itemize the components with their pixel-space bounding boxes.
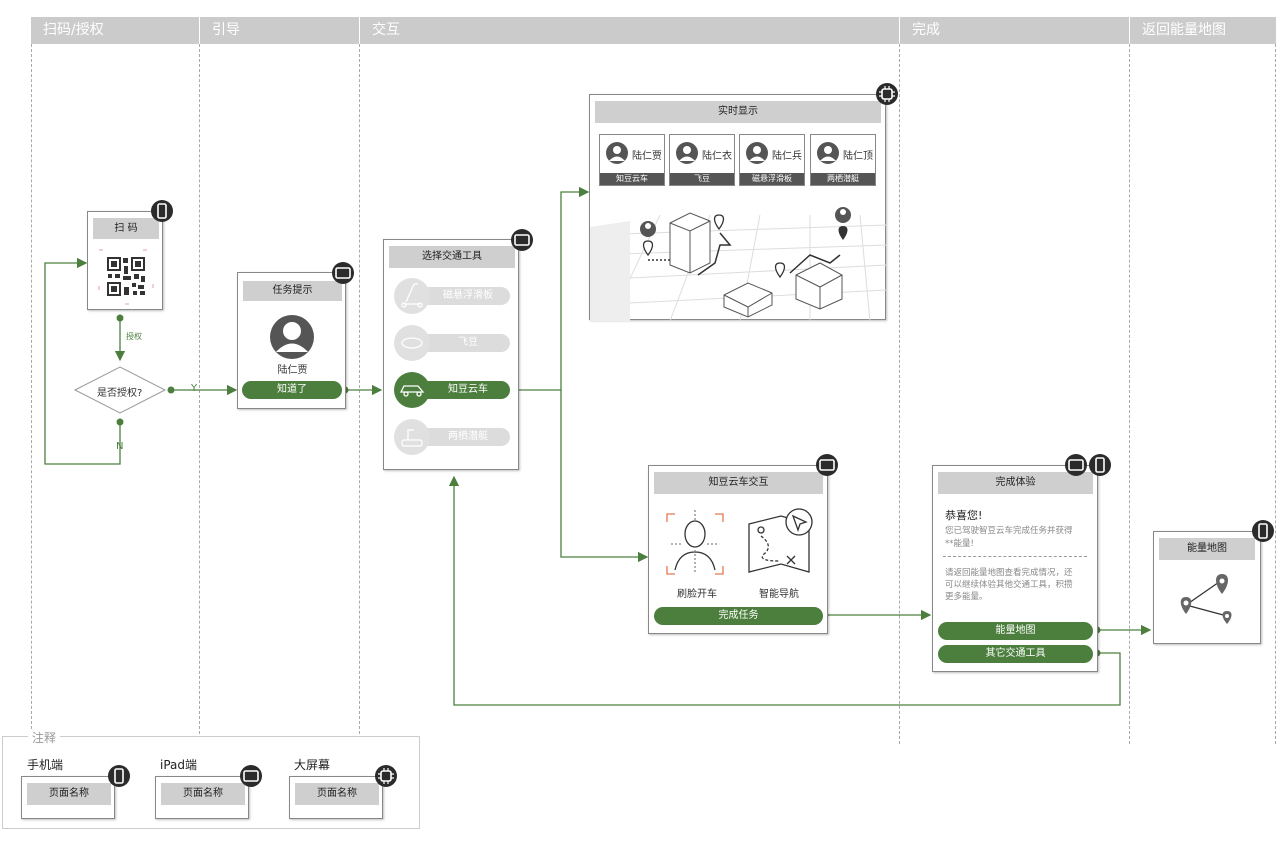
realtime-card: 实时显示 [589, 94, 887, 321]
legend-page-name: 页面名称 [27, 783, 111, 805]
complete-line2: **能量! [945, 539, 974, 549]
lane-header-energymap: 返回能量地图 [1130, 17, 1276, 44]
city-map-illustration [590, 207, 887, 321]
other-vehicles-button[interactable]: 其它交通工具 [938, 645, 1093, 663]
lane-divider [1129, 44, 1130, 744]
phone-icon [108, 765, 130, 787]
complete-line1: 您已驾驶智豆云车完成任务并获得 [945, 526, 1073, 536]
legend-label-screen: 大屏幕 [294, 758, 331, 772]
screen-icon [375, 765, 397, 787]
lane-divider [31, 44, 32, 734]
user-name: 陆仁兵 [772, 151, 802, 162]
legend-title: 注释 [28, 729, 61, 746]
legend-label-ipad: iPad端 [160, 758, 198, 772]
user-tile: 陆仁顶 两栖潜艇 [810, 134, 876, 186]
vehicle-card: 选择交通工具 磁悬浮滑板 飞豆 知豆云车 两栖潜艇 [383, 239, 519, 470]
legend-page-phone: 页面名称 [21, 776, 115, 819]
lane-header-guide: 引导 [200, 17, 359, 44]
map-pins-icon [1180, 574, 1232, 624]
user-tile: 陆仁贾 知豆云车 [599, 134, 665, 186]
task-title: 任务提示 [243, 281, 342, 301]
task-user-name: 陆仁贾 [277, 365, 308, 376]
realtime-title: 实时显示 [595, 101, 881, 123]
user-avatar-icon [606, 142, 628, 164]
user-tile: 陆仁兵 磁悬浮滑板 [739, 134, 805, 186]
screen-icon [876, 83, 898, 105]
user-name: 陆仁顶 [843, 151, 873, 162]
tablet-icon [816, 454, 838, 476]
legend-page-ipad: 页面名称 [155, 776, 249, 819]
divider [943, 556, 1087, 557]
face-start-label: 刷脸开车 [677, 589, 717, 600]
tablet-icon [511, 229, 533, 251]
vehicle-title: 选择交通工具 [389, 246, 515, 268]
navigation-map-icon [748, 508, 813, 573]
lane-divider [199, 44, 200, 734]
lane-divider [899, 44, 900, 744]
user-tile: 陆仁衣 飞豆 [669, 134, 735, 186]
interact-title: 知豆云车交互 [654, 472, 823, 494]
decision-diamond [73, 366, 167, 414]
energymap-card: 能量地图 [1153, 531, 1261, 644]
scan-title: 扫 码 [93, 218, 159, 239]
scan-card: 扫 码 [87, 211, 163, 310]
user-vehicle: 知豆云车 [600, 173, 664, 185]
tablet-icon [332, 262, 354, 284]
user-vehicle: 磁悬浮滑板 [740, 173, 804, 185]
yes-label: Y [191, 383, 198, 394]
lane-divider [1275, 44, 1276, 744]
decision-text: 是否授权? [97, 388, 143, 399]
user-name: 陆仁贾 [632, 151, 662, 162]
auth-label: 授权 [126, 332, 142, 341]
congrats-heading: 恭喜您! [945, 509, 983, 522]
return-text-3: 更多能量。 [945, 592, 988, 602]
lane-header-scan: 扫码/授权 [31, 17, 199, 44]
lane-header-complete: 完成 [900, 17, 1129, 44]
legend-page-name: 页面名称 [295, 783, 379, 805]
face-scan-icon [666, 510, 724, 575]
tablet-icon [240, 765, 262, 787]
task-card: 任务提示 陆仁贾 知道了 [237, 272, 346, 409]
phone-icon [1252, 520, 1274, 542]
finish-task-button[interactable]: 完成任务 [654, 607, 823, 625]
legend-page-screen: 页面名称 [289, 776, 383, 819]
energymap-title: 能量地图 [1159, 538, 1255, 560]
qr-code-icon [98, 249, 154, 305]
return-text-2: 可以继续体验其他交通工具，积攒 [945, 580, 1073, 590]
tablet-icon [1065, 454, 1087, 476]
complete-card: 完成体验 恭喜您! 您已驾驶智豆云车完成任务并获得 **能量! 请返回能量地图查… [932, 465, 1098, 672]
user-avatar-icon [817, 142, 839, 164]
got-it-button[interactable]: 知道了 [242, 381, 342, 399]
legend-box [2, 736, 420, 829]
user-vehicle: 两栖潜艇 [811, 173, 875, 185]
user-vehicle: 飞豆 [670, 173, 734, 185]
legend-label-phone: 手机端 [27, 758, 64, 772]
vehicle-icons [394, 278, 430, 455]
lane-divider [359, 44, 360, 734]
legend-page-name: 页面名称 [161, 783, 245, 805]
energy-map-button[interactable]: 能量地图 [938, 622, 1093, 640]
complete-title: 完成体验 [938, 472, 1093, 494]
interact-card: 知豆云车交互 刷脸开车 智能导航 完成任务 [648, 465, 828, 634]
phone-icon [1089, 454, 1111, 476]
user-avatar-icon [676, 142, 698, 164]
return-text-1: 请返回能量地图查看完成情况，还 [945, 568, 1073, 578]
smart-nav-label: 智能导航 [759, 589, 799, 600]
user-name: 陆仁衣 [702, 151, 732, 162]
lane-header-interact: 交互 [360, 17, 899, 44]
no-label: N [116, 441, 124, 452]
user-avatar-icon [746, 142, 768, 164]
phone-icon [151, 200, 173, 222]
avatar [270, 315, 314, 359]
